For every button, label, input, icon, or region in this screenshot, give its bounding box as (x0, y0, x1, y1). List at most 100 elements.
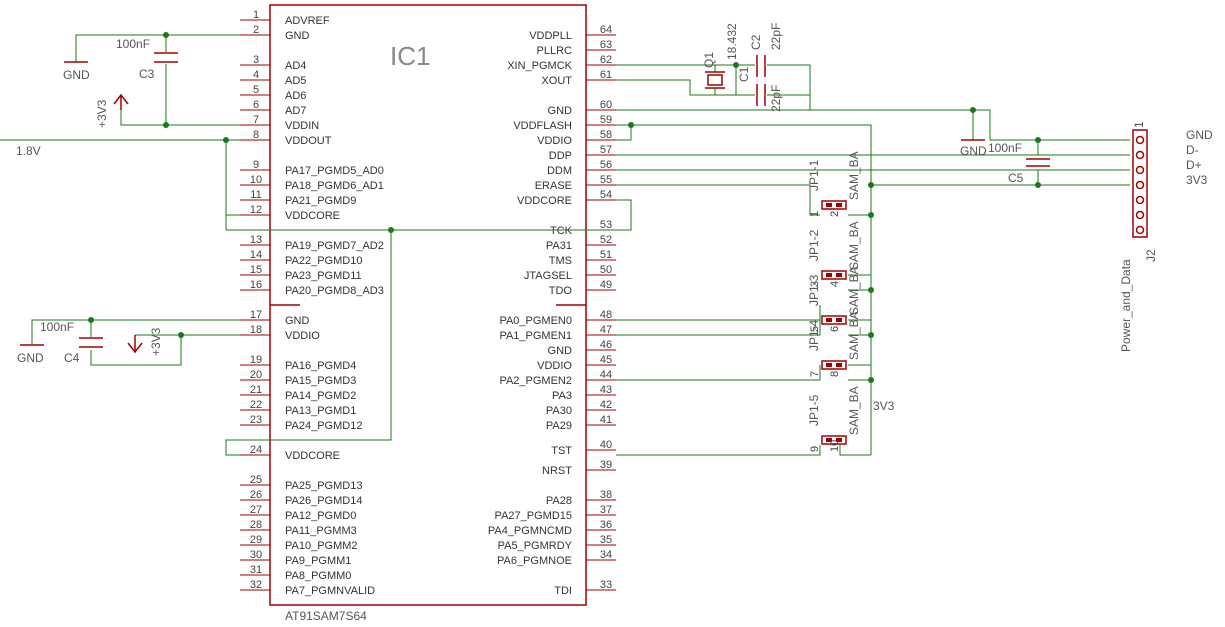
c3-name: C3 (139, 67, 155, 81)
j2-body (1132, 129, 1148, 238)
c4-name: C4 (64, 351, 80, 365)
junction (868, 332, 874, 338)
ic-pin-number: 12 (250, 204, 262, 216)
junction (163, 122, 169, 128)
wire-vddcore-12 (225, 140, 240, 216)
ic-pin-name: VDDIO (537, 360, 572, 372)
ic-pin-name: VDDCORE (285, 210, 340, 222)
ic-pin-number: 45 (600, 354, 612, 366)
ic-pin-name: PA28 (546, 495, 572, 507)
wire-vddcore-54 (616, 199, 632, 231)
ic-pin-number: 60 (600, 99, 612, 111)
wire-xout (616, 79, 755, 96)
q1-value: 18.432 (725, 23, 739, 60)
j2-pin1-number: 1 (1132, 121, 1146, 128)
junction (178, 332, 184, 338)
ic-pin-number: 3 (253, 54, 259, 66)
ic-pin-number: 6 (253, 99, 259, 111)
wire-vddflash (616, 124, 632, 141)
junction (1035, 137, 1041, 143)
ic-pin-name: GND (285, 315, 310, 327)
j2-pin (1135, 195, 1145, 205)
wire-jp5-b (839, 445, 871, 456)
wire-pa2 (616, 365, 821, 381)
c5-name: C5 (1008, 171, 1024, 185)
ic-pin-number: 20 (250, 369, 262, 381)
ic-pin-number: 5 (253, 84, 259, 96)
junction (223, 137, 229, 143)
jumper-value: SAM_BA (847, 151, 861, 200)
ic-pin-number: 64 (600, 24, 612, 36)
wire-erase (616, 184, 820, 216)
c1-name: C1 (737, 66, 751, 82)
jumper-pad (826, 203, 832, 207)
ic-pin-name: PA0_PGMEN0 (499, 315, 572, 327)
j2-pin (1135, 165, 1145, 175)
gnd-symbol-2: GND (17, 344, 44, 365)
junction (868, 212, 874, 218)
ic-pin-number: 41 (600, 414, 612, 426)
ic-pin-number: 52 (600, 234, 612, 246)
ic-pin-name: PA17_PGMD5_AD0 (285, 165, 384, 177)
ic-pin-name: DDM (547, 165, 572, 177)
jumper-value: SAM_BA (847, 266, 861, 315)
ic-pin-name: AD6 (285, 90, 306, 102)
ic-pin-number: 54 (600, 189, 612, 201)
ic-pin-number: 35 (600, 534, 612, 546)
wire-pa1 (616, 320, 821, 336)
wires (0, 34, 1130, 456)
ic-pin-name: VDDIO (537, 135, 572, 147)
jumper-name: JP1-2 (807, 229, 821, 261)
jumper-pad (836, 318, 842, 322)
gnd1-label: GND (63, 68, 90, 82)
junctions (88, 32, 1041, 383)
ic-pin-name: PA16_PGMD4 (285, 360, 356, 372)
junction (163, 32, 169, 38)
ic-pin-name: PA8_PGMM0 (285, 570, 351, 582)
ic-pin-name: GND (548, 105, 573, 117)
jumper-pad (836, 273, 842, 277)
ic-pin-number: 33 (600, 579, 612, 591)
ic-pin-number: 49 (600, 279, 612, 291)
j2-pin (1135, 135, 1145, 145)
junction (88, 317, 94, 323)
ic-pin-name: AD5 (285, 75, 306, 87)
jumper-pin-b: 4 (829, 281, 841, 287)
ic-pin-number: 9 (253, 159, 259, 171)
jumper-pin-a: 3 (809, 281, 821, 287)
capacitor-c1: C1 22pF (737, 66, 783, 112)
junction (868, 377, 874, 383)
gnd3-label: GND (960, 144, 987, 158)
ic-pin-name: PLLRC (537, 45, 573, 57)
ic-pin-number: 59 (600, 114, 612, 126)
ic-pin-number: 7 (253, 114, 259, 126)
ic-pin-name: PA6_PGMNOE (497, 555, 572, 567)
ic-pin-name: TMS (549, 255, 572, 267)
ic-pin-number: 11 (250, 189, 261, 201)
ic-pin-name: XOUT (541, 75, 572, 87)
net-3v3-label: 3V3 (873, 399, 895, 413)
jumper-pin-a: 5 (809, 326, 821, 332)
j2-signal-label: D- (1186, 143, 1199, 157)
ic-pin-number: 34 (600, 549, 612, 561)
jumper-pad (826, 438, 832, 442)
wire-gnd-60 (616, 109, 1130, 141)
ic-pin-name: PA29 (546, 420, 572, 432)
ic-pin-number: 40 (600, 439, 612, 451)
ic-pin-name: PA24_PGMD12 (285, 420, 362, 432)
ic-pin-name: PA27_PGMD15 (495, 510, 572, 522)
junction (1035, 182, 1041, 188)
j2-pin-group (1135, 135, 1145, 235)
wire-pa0 (616, 305, 821, 321)
ic-pin-number: 55 (600, 174, 612, 186)
ic-pin-number: 26 (250, 489, 262, 501)
ic-pin-number: 16 (250, 279, 262, 291)
